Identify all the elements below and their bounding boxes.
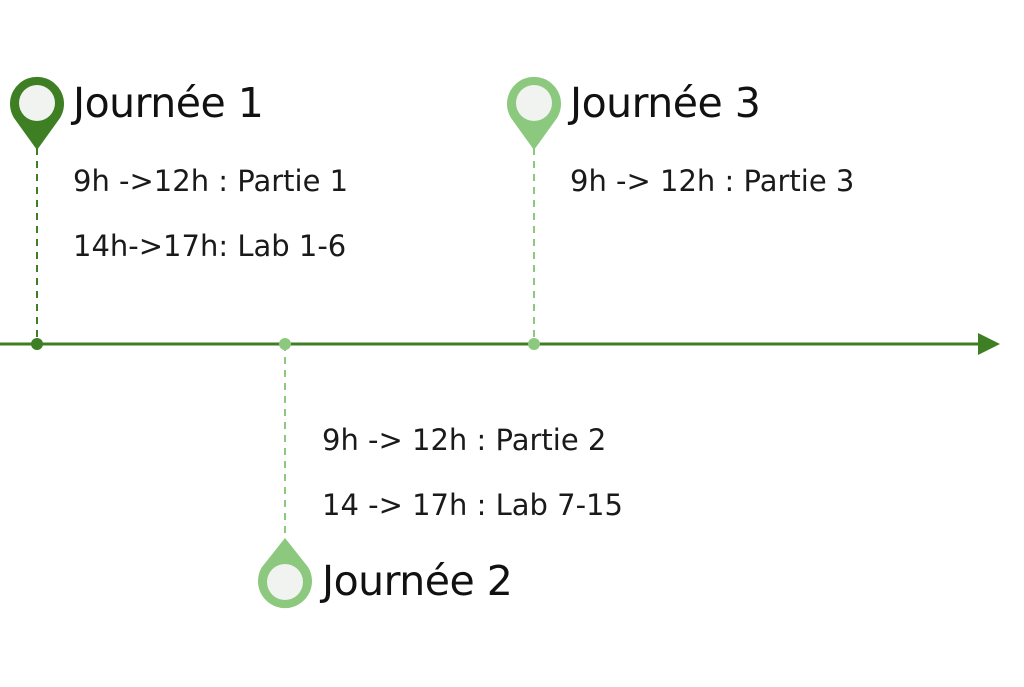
- day2-title: Journée 2: [322, 557, 513, 605]
- day1-title: Journée 1: [73, 79, 264, 127]
- day1-morning: 9h ->12h : Partie 1: [73, 164, 349, 198]
- day1-pin-icon: [10, 76, 64, 150]
- day3-title: Journée 3: [570, 79, 761, 127]
- timeline-arrowhead: [978, 333, 1000, 355]
- day3-pin-icon: [507, 76, 561, 150]
- day2-afternoon: 14 -> 17h : Lab 7-15: [322, 488, 623, 522]
- day1-axis-dot: [31, 338, 43, 350]
- day1-afternoon: 14h->17h: Lab 1-6: [73, 229, 347, 263]
- day3-axis-dot: [528, 338, 540, 350]
- day2-axis-dot: [279, 338, 291, 350]
- day3-morning: 9h -> 12h : Partie 3: [570, 164, 855, 198]
- day2-morning: 9h -> 12h : Partie 2: [322, 423, 607, 457]
- day2-pin-icon: [257, 538, 312, 609]
